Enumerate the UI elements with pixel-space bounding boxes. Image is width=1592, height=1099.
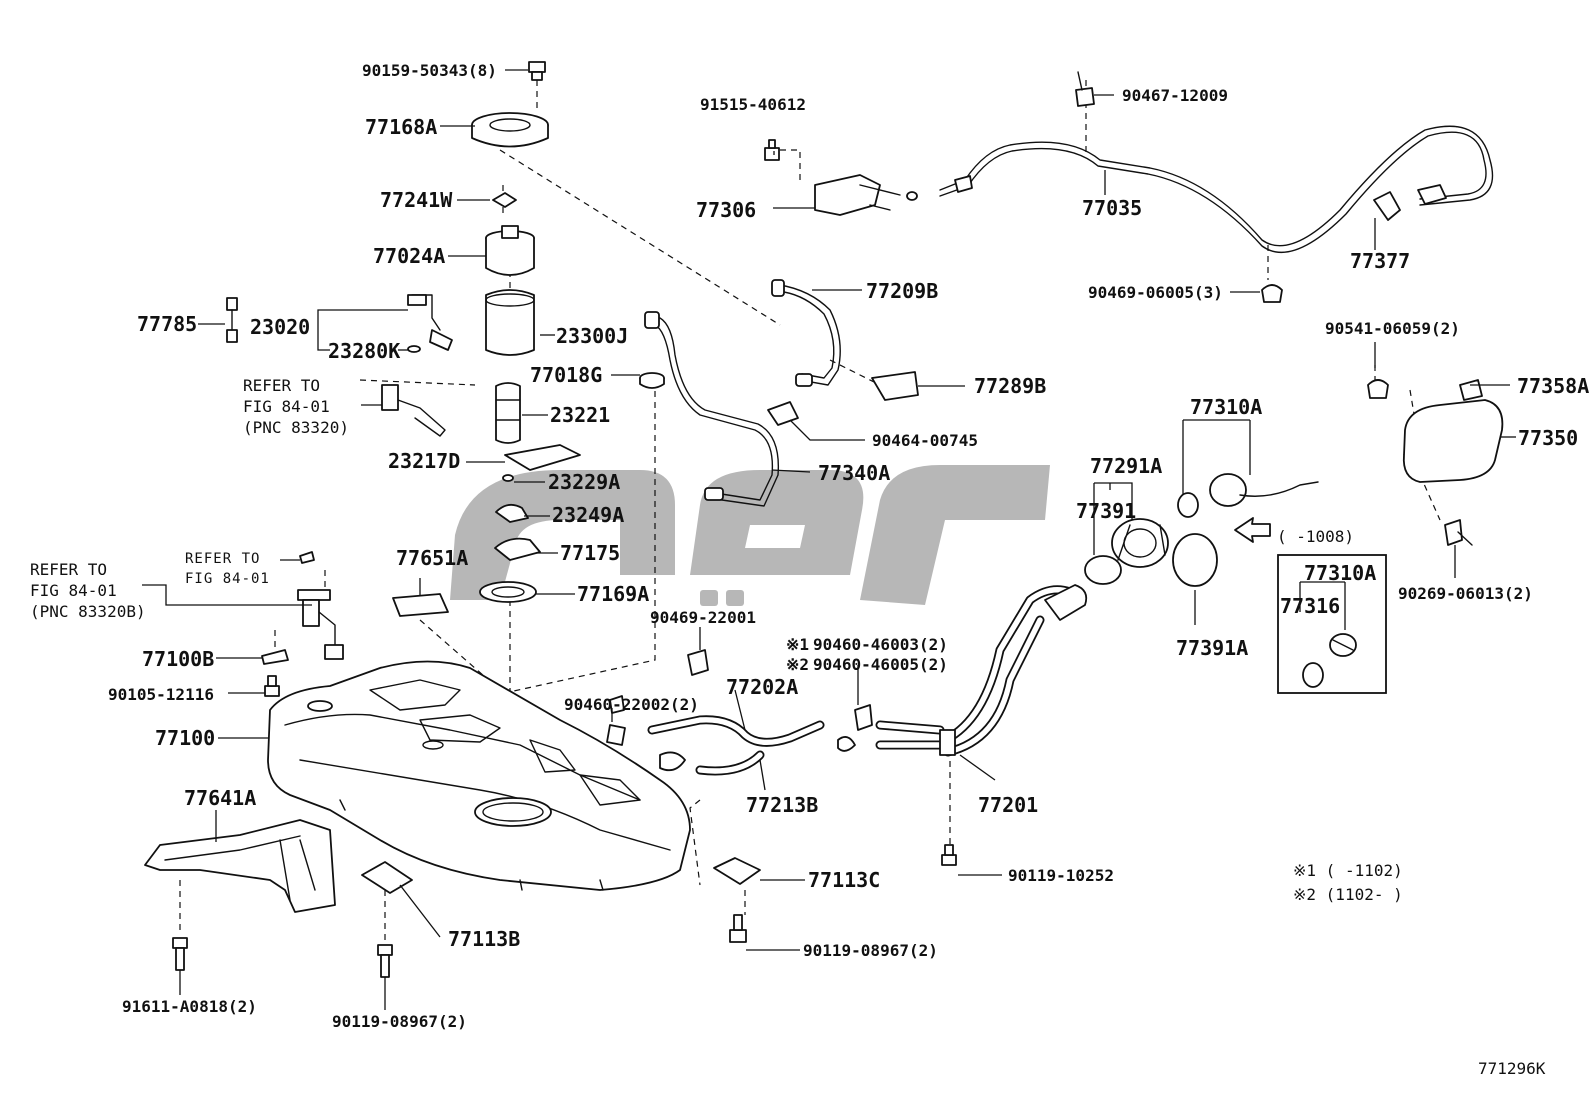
label-23249a: 23249A [552,503,624,527]
diagram-code: 771296K [1478,1059,1546,1078]
label-23020: 23020 [250,315,310,339]
label-77018g: 77018G [530,363,602,387]
label-90119-10252: 90119-10252 [1008,866,1114,885]
label-23221: 23221 [550,403,610,427]
bolt-91611-icon [172,937,188,971]
label-90460-22002: 90460-22002(2) [564,695,699,714]
label-23300j: 23300J [556,324,628,348]
ref-refer-to: REFER TO [243,376,320,395]
label-90460-46005: 90460-46005(2) [813,655,948,674]
label-90119-08967-right: 90119-08967(2) [803,941,938,960]
label-90541-06059: 90541-06059(2) [1325,319,1460,338]
label-90105-12116: 90105-12116 [108,685,214,704]
filler-pipe [939,584,1088,757]
label-77100b: 77100B [142,647,214,671]
ref-refer-to-small: REFER TO [185,551,260,567]
label-90469-22001: 90469-22001 [650,608,756,627]
label-77168a: 77168A [365,115,437,139]
fuel-lid-opener-cable [764,71,1494,303]
small-fittings [261,372,665,665]
fuel-lid-door [1367,379,1504,546]
label-77113b: 77113B [448,927,520,951]
tank-band-brackets [361,857,761,894]
label-77310a: 77310A [1190,395,1262,419]
note-cap-range: ( -1008) [1277,527,1354,546]
label-90159-50343: 90159-50343(8) [362,61,497,80]
ref-refer-to-2: REFER TO [30,560,107,579]
label-77310a-inset: 77310A [1304,561,1376,585]
ref-fig: FIG 84-01 [243,397,330,416]
watermark-logo [450,465,1050,606]
label-77358a: 77358A [1517,374,1589,398]
label-23280k: 23280K [328,339,400,363]
heat-protector [144,819,336,913]
ref-fig-2: FIG 84-01 [30,581,117,600]
label-77651a: 77651A [396,546,468,570]
label-77291a: 77291A [1090,454,1162,478]
label-77306: 77306 [696,198,756,222]
fuel-pump-assembly [471,112,581,603]
label-91515-40612: 91515-40612 [700,95,806,114]
label-77641a: 77641A [184,786,256,810]
label-90464-00745: 90464-00745 [872,431,978,450]
part-number-labels: 90159-50343(8) 77168A 77241W 77024A 7778… [108,61,1589,1031]
bolt-90159-icon [528,61,546,81]
label-77100: 77100 [155,726,215,750]
label-77035: 77035 [1082,196,1142,220]
fuel-sender-gauge [226,294,453,353]
bolt-90119-right-icon [729,914,747,943]
label-77377: 77377 [1350,249,1410,273]
label-77340a: 77340A [818,461,890,485]
label-77113c: 77113C [808,868,880,892]
fuel-tank [267,660,691,891]
vent-hoses [644,279,919,507]
label-90269-06013: 90269-06013(2) [1398,584,1533,603]
inset-box-alt-cap [1277,554,1387,694]
label-77213b: 77213B [746,793,818,817]
label-90469-06005: 90469-06005(3) [1088,283,1223,302]
ref-fig-small: FIG 84-01 [185,571,270,587]
label-77289b: 77289B [974,374,1046,398]
ref-pnc-83320: (PNC 83320) [243,418,349,437]
label-90460-46003: 90460-46003(2) [813,635,948,654]
bolt-90119-10252-icon [941,844,957,866]
sub-sender-gauge [297,384,446,660]
label-77202a: 77202A [726,675,798,699]
label-90119-08967-left: 90119-08967(2) [332,1012,467,1031]
label-77350: 77350 [1518,426,1578,450]
label-77241w: 77241W [380,188,453,212]
label-91611-a0818: 91611-A0818(2) [122,997,257,1016]
ref-pnc-83320b: (PNC 83320B) [30,602,146,621]
bolt-90105-icon [264,675,280,697]
label-77316: 77316 [1280,594,1340,618]
filler-hoses [606,649,945,776]
label-77175: 77175 [560,541,620,565]
note-1: ※1 ( -1102) [1293,861,1403,880]
label-23217d: 23217D [388,449,460,473]
label-77169a: 77169A [577,582,649,606]
label-77391: 77391 [1076,499,1136,523]
label-90467-12009: 90467-12009 [1122,86,1228,105]
label-77024a: 77024A [373,244,445,268]
label-77201: 77201 [978,793,1038,817]
note-2: ※2 (1102- ) [1293,885,1403,904]
label-77785: 77785 [137,312,197,336]
label-23229a: 23229A [548,470,620,494]
marker-2: ※2 [786,655,809,674]
label-77209b: 77209B [866,279,938,303]
filler-neck-parts [1084,473,1319,587]
marker-1: ※1 [786,635,809,654]
leader-lines [142,69,1516,1010]
label-77391a: 77391A [1176,636,1248,660]
bolt-90119-left-icon [377,944,393,978]
mounting-bolts [172,61,957,978]
reference-notes: REFER TO FIG 84-01 (PNC 83320) REFER TO … [30,376,1546,1078]
